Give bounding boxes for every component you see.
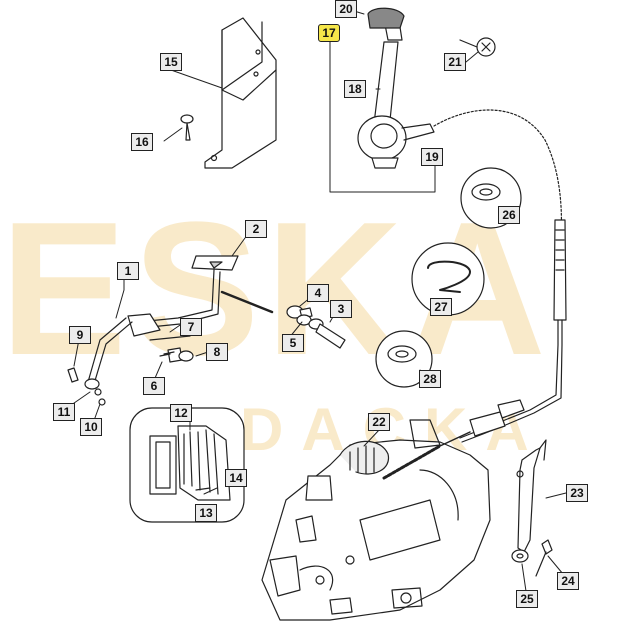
callout-23[interactable]: 23 xyxy=(566,484,588,502)
callout-15[interactable]: 15 xyxy=(160,53,182,71)
callout-22[interactable]: 22 xyxy=(368,413,390,431)
screw-21-drawing xyxy=(459,37,496,57)
callout-19[interactable]: 19 xyxy=(421,148,443,166)
callout-1[interactable]: 1 xyxy=(117,262,139,280)
callout-9[interactable]: 9 xyxy=(69,326,91,344)
bellows-drawing xyxy=(149,425,231,501)
callout-14[interactable]: 14 xyxy=(225,469,247,487)
callout-26[interactable]: 26 xyxy=(498,206,520,224)
bracket-15-drawing xyxy=(204,17,277,169)
callout-13[interactable]: 13 xyxy=(195,504,217,522)
callout-11[interactable]: 11 xyxy=(53,403,75,421)
callout-21[interactable]: 21 xyxy=(444,53,466,71)
callout-16[interactable]: 16 xyxy=(131,133,153,151)
callout-10[interactable]: 10 xyxy=(80,418,102,436)
callout-12[interactable]: 12 xyxy=(170,404,192,422)
callout-2[interactable]: 2 xyxy=(245,220,267,238)
bracket-23-drawing xyxy=(511,439,553,577)
callout-8[interactable]: 8 xyxy=(206,343,228,361)
callout-27[interactable]: 27 xyxy=(430,298,452,316)
ring-28-circle xyxy=(375,330,433,388)
callout-4[interactable]: 4 xyxy=(307,284,329,302)
screw-16-drawing xyxy=(180,114,194,141)
callout-7[interactable]: 7 xyxy=(180,318,202,336)
callout-3[interactable]: 3 xyxy=(330,300,352,318)
callout-6[interactable]: 6 xyxy=(143,377,165,395)
callout-20[interactable]: 20 xyxy=(335,0,357,18)
callout-24[interactable]: 24 xyxy=(557,572,579,590)
callout-5[interactable]: 5 xyxy=(282,334,304,352)
callout-25[interactable]: 25 xyxy=(516,590,538,608)
callout-18[interactable]: 18 xyxy=(344,80,366,98)
injection-pump-drawing xyxy=(261,419,491,621)
lever-assembly-drawing xyxy=(357,7,435,169)
fastener-group-drawing xyxy=(286,305,346,349)
callout-28[interactable]: 28 xyxy=(419,370,441,388)
callout-17[interactable]: 17 xyxy=(318,24,340,42)
